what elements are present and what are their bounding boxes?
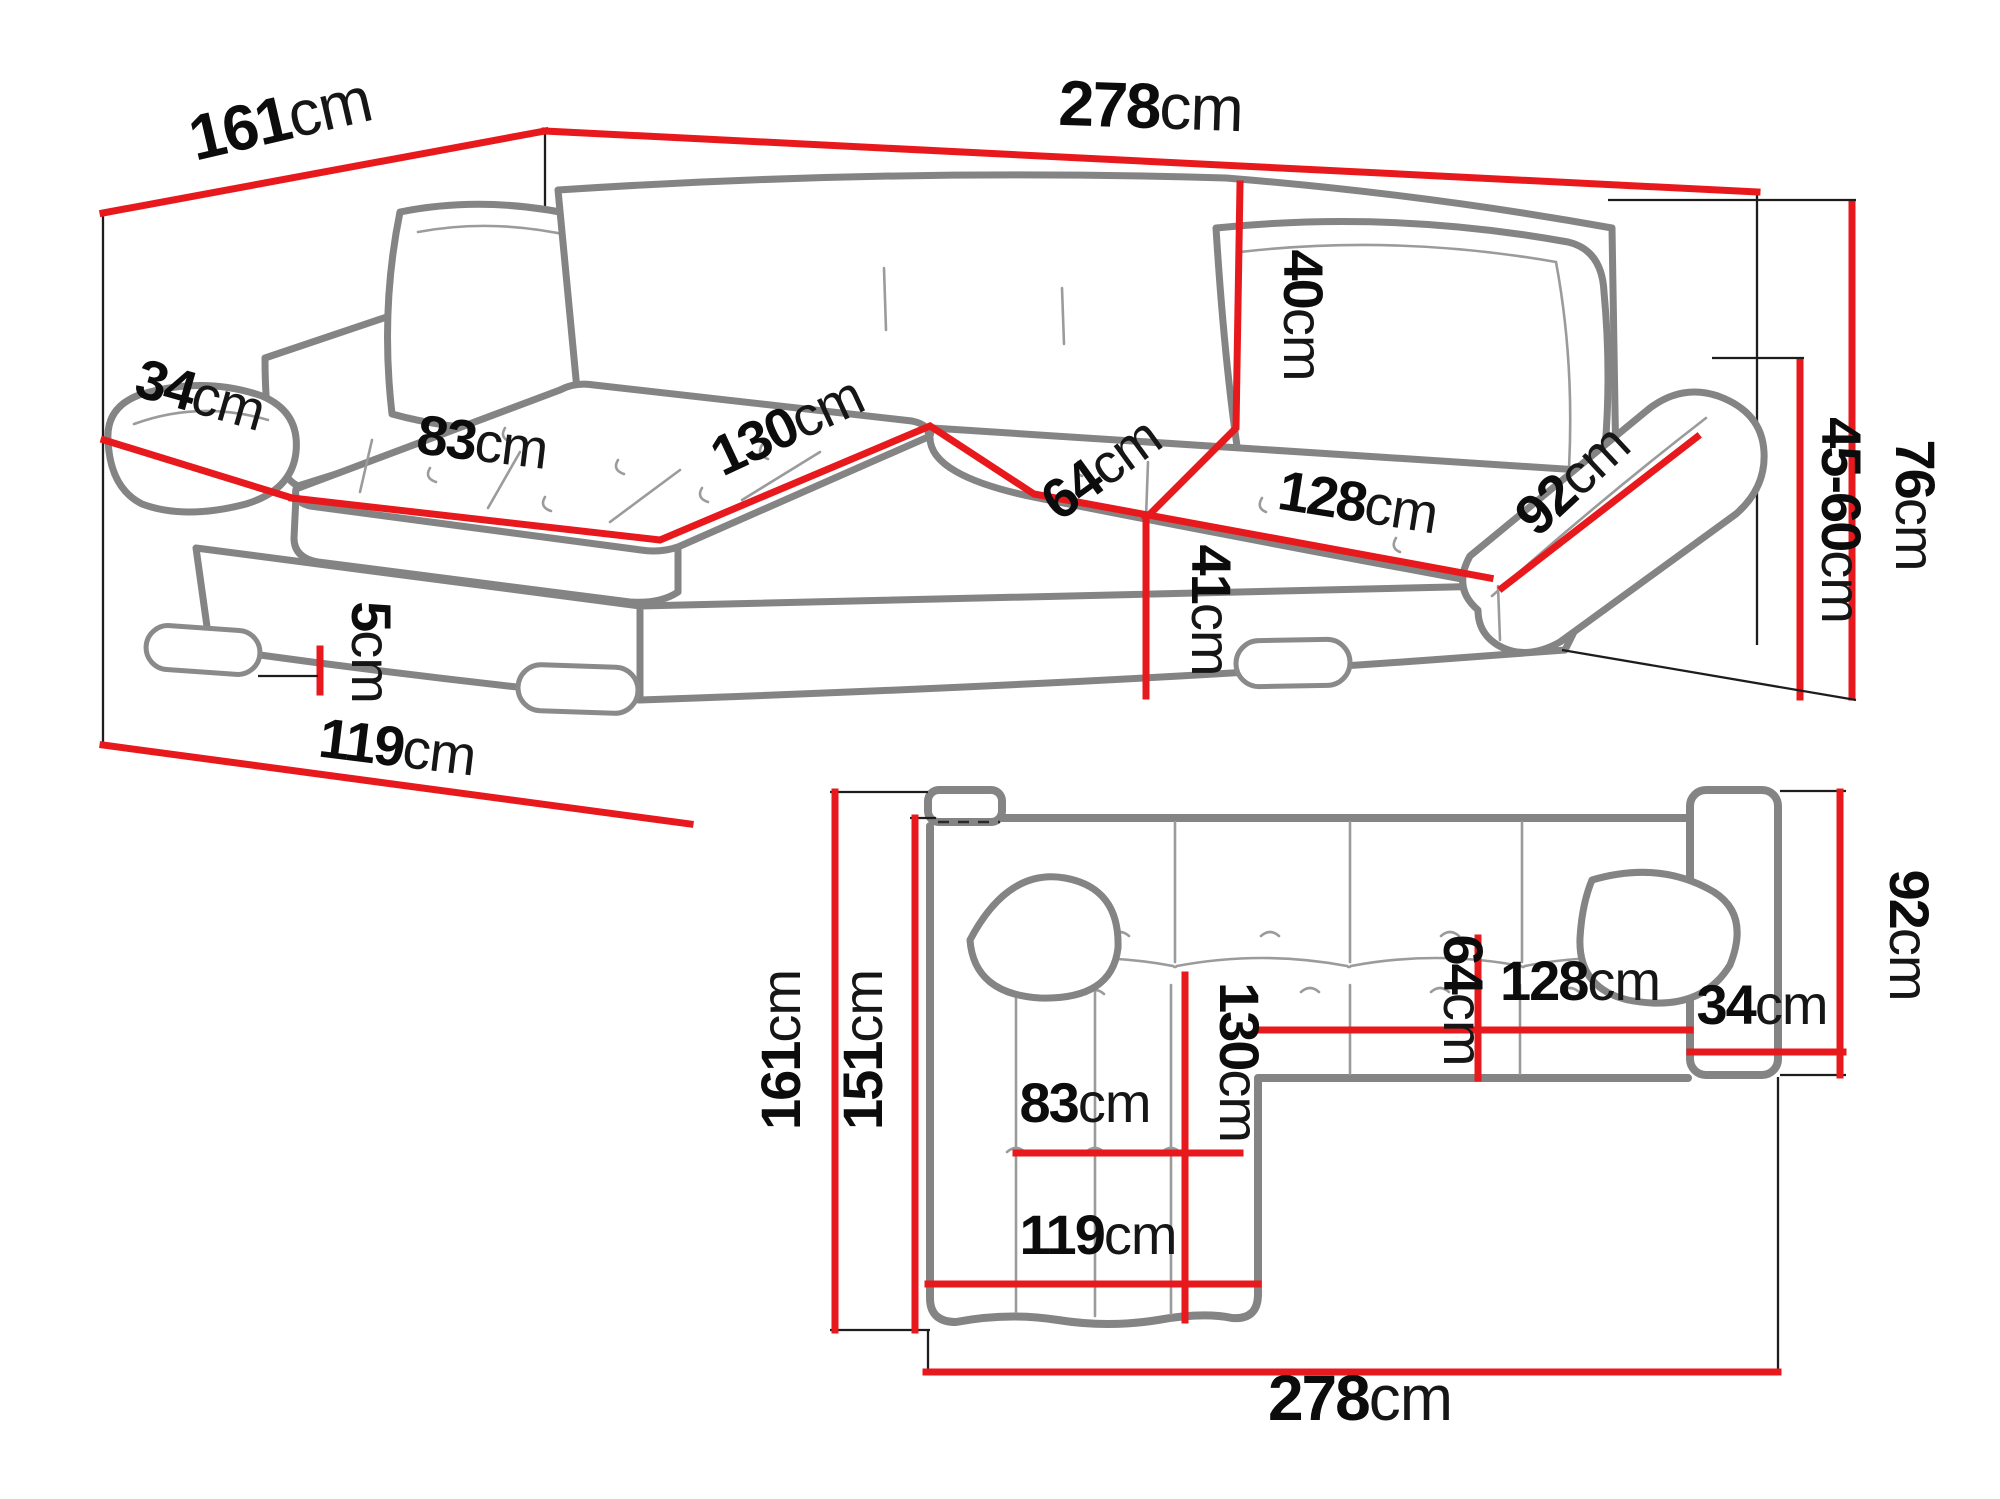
dim-label-45-60: 45-60cm [1810, 417, 1873, 623]
dim-line-161 [98, 126, 550, 218]
armrest-left-seam [132, 409, 270, 426]
perspective-extension-lines [258, 198, 1857, 702]
sofa-leg [143, 623, 263, 677]
dim-label-64-plan: 64cm [1432, 935, 1495, 1066]
dim-line-119 [99, 741, 694, 828]
dim-line-34 [99, 435, 297, 503]
dim-label-40: 40cm [1272, 250, 1335, 381]
dim-line-92 [1497, 432, 1702, 593]
dim-label-128-plan: 128cm [1500, 949, 1660, 1012]
perspective-view: 161cm 278cm 34cm 83cm 130cm 64cm 40cm 12… [98, 63, 1947, 828]
chaise-seat-front-face [290, 492, 682, 606]
dim-label-130-plan: 130cm [1208, 982, 1271, 1142]
plan-pillow-right [1576, 868, 1741, 1007]
dim-line-64-40 [1141, 180, 1244, 523]
sofa-leg [515, 662, 641, 716]
sofa-perspective-sketch [104, 171, 1768, 716]
dim-label-41: 41cm [1180, 545, 1243, 676]
plan-sofa-outline [924, 786, 1782, 1328]
main-seat-cushion [926, 424, 1620, 589]
plan-backrest-front-edge [1000, 956, 1690, 969]
main-seat-tuft-marks [1074, 460, 1402, 554]
plan-chaise-edge [926, 822, 1692, 1328]
armrest-right-base-crease [1496, 584, 1502, 642]
dim-label-151-plan: 151cm [831, 970, 894, 1130]
dim-line-83-130-128 [288, 422, 1495, 583]
perspective-dimension-labels: 161cm 278cm 34cm 83cm 130cm 64cm 40cm 12… [129, 63, 1947, 788]
dim-line-278 [541, 127, 1761, 196]
dim-label-92-plan: 92cm [1878, 870, 1941, 1001]
plan-pillow-left [966, 873, 1122, 1002]
dim-label-128: 128cm [1274, 458, 1442, 545]
plan-sofa-details [966, 820, 1741, 1318]
dim-label-278: 278cm [1058, 67, 1244, 145]
dim-label-119-plan: 119cm [1020, 1203, 1177, 1266]
perspective-dimension-lines [98, 126, 1856, 828]
dim-label-278-plan: 278cm [1268, 1362, 1452, 1434]
plan-armrest-cap-left [924, 786, 1006, 826]
plan-backrest-dividers [1173, 820, 1524, 964]
main-base [636, 552, 1616, 704]
plan-view: 161cm 151cm 130cm 64cm 128cm 34cm 92cm 8… [749, 786, 1941, 1434]
dim-label-83: 83cm [414, 402, 552, 480]
armrest-right [1459, 388, 1768, 656]
plan-dimension-labels: 161cm 151cm 130cm 64cm 128cm 34cm 92cm 8… [749, 870, 1941, 1434]
dim-label-161: 161cm [182, 63, 378, 175]
ext-floor [1561, 648, 1857, 702]
pillow-right-seam-line [1238, 243, 1572, 512]
dim-label-34-plan: 34cm [1697, 973, 1828, 1036]
plan-dimension-lines [831, 788, 1847, 1376]
dim-label-161-plan: 161cm [749, 970, 812, 1130]
backrest-crease-marks [882, 266, 1066, 346]
dim-label-76: 76cm [1884, 440, 1947, 571]
dim-label-83-plan: 83cm [1020, 1071, 1151, 1134]
chaise-seat-tuft-marks [358, 426, 822, 524]
sofa-leg [1233, 636, 1353, 690]
dim-label-119: 119cm [316, 706, 480, 788]
dim-label-5: 5cm [340, 601, 403, 703]
